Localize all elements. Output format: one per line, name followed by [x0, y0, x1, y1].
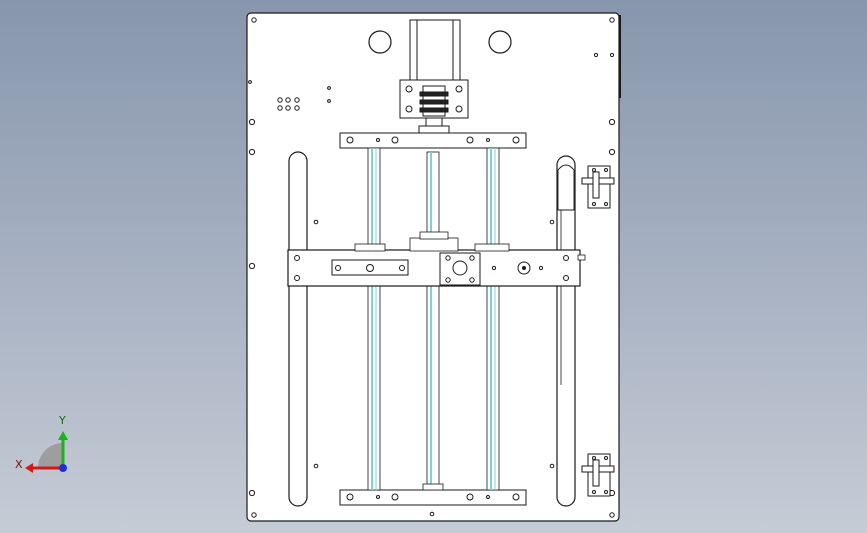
- top-bracket[interactable]: [339, 132, 527, 149]
- bottom-bracket[interactable]: [339, 489, 527, 506]
- coupling-icon[interactable]: [418, 85, 450, 135]
- x-axis-head-icon: [25, 463, 33, 473]
- limit-switch-icon[interactable]: [581, 165, 615, 209]
- carriage-icon[interactable]: [287, 231, 586, 287]
- y-axis-head-icon: [58, 431, 68, 440]
- large-hole-left: [368, 30, 392, 54]
- z-axis-icon: [59, 464, 67, 472]
- triad-plane-icon: [38, 443, 63, 468]
- right-slot-detail: [557, 164, 575, 211]
- right-slot: [556, 155, 576, 507]
- large-hole-right: [488, 30, 512, 54]
- triad-y-label: Y: [59, 414, 66, 427]
- mounting-holes: [248, 17, 616, 518]
- view-triad[interactable]: [25, 431, 68, 473]
- linear-rod-icon[interactable]: [367, 147, 500, 491]
- left-slot: [288, 151, 308, 507]
- hole-grid: [277, 97, 300, 111]
- limit-switch-bottom[interactable]: [581, 453, 615, 497]
- triad-x-label: X: [15, 458, 23, 471]
